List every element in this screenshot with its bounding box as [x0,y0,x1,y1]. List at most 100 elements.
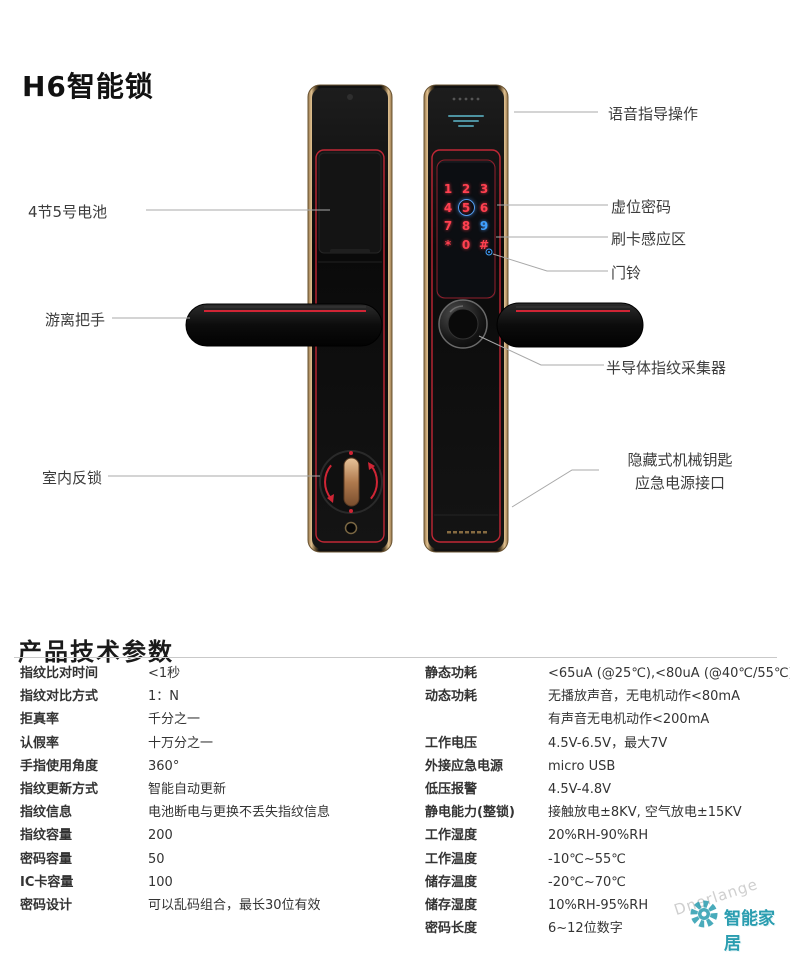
spec-label: 工作湿度 [425,828,478,844]
spec-label: 工作电压 [425,735,478,751]
spec-value: 千分之一 [148,712,201,728]
spec-label: 密码设计 [20,898,73,914]
spec-row: 指纹信息电池断电与更换不丢失指纹信息 [20,801,425,824]
leader-fingerprint [478,335,604,366]
back-keyhole [344,521,358,535]
keypad-key-9: 9 [479,219,489,234]
back-handle [185,303,383,347]
spec-label: 工作温度 [425,851,478,867]
spec-value: -10℃~55℃ [548,851,626,867]
spec-row: 低压报警 4.5V-4.8V [425,778,785,801]
spec-label: 指纹对比方式 [20,689,99,705]
spec-label: 储存温度 [425,874,478,890]
spec-value: micro USB [548,758,616,774]
keypad-key-5: 5 [457,199,475,217]
spec-label: 拒真率 [20,712,60,728]
spec-value: 200 [148,828,173,844]
spec-label: 密码容量 [20,851,73,867]
section-title: 产品技术参数 [18,637,174,666]
spec-row: 密码设计可以乱码组合，最长30位有效 [20,894,425,917]
page-title: H6智能锁 [22,69,154,103]
spec-label: 指纹更新方式 [20,782,99,798]
spec-value: <65uA (@25℃),<80uA (@40℃/55℃) [548,666,790,681]
spec-label: 指纹比对时间 [20,666,99,681]
spec-value: 4.5V-4.8V [548,782,612,798]
spec-row: 外接应急电源 micro USB [425,755,785,778]
spec-value: 10%RH-95%RH [548,898,649,914]
spec-row: 有声音无电机动作<200mA [425,708,785,731]
keypad-key-8: 8 [461,219,471,234]
thumbturn-knob [319,450,383,514]
spec-row: 静态功耗 <65uA (@25℃),<80uA (@40℃/55℃) [425,662,790,685]
voice-indicator-lines [448,115,484,127]
spec-label: 低压报警 [425,782,478,798]
spec-row: 工作电压 4.5V-6.5V，最大7V [425,732,785,755]
spec-value: 有声音无电机动作<200mA [548,712,710,728]
callout-voice-guide: 语音指导操作 [608,105,699,123]
back-red-trim [315,149,385,543]
lock-back-view [185,84,393,553]
spec-label: 动态功耗 [425,689,478,705]
spec-label: IC卡容量 [20,874,74,890]
spec-row: 储存温度 -20℃~70℃ [425,871,785,894]
specs-right-column: 静态功耗 <65uA (@25℃),<80uA (@40℃/55℃) 动态功耗无播放… [425,662,790,940]
callout-card-area: 刷卡感应区 [611,230,687,248]
spec-row: 静电能力(整锁)接触放电±8KV, 空气放电±15KV [425,801,785,824]
callout-battery: 4节5号电池 [28,203,108,221]
callout-fingerprint-reader: 半导体指纹采集器 [606,359,727,377]
callout-virtual-password: 虚位密码 [611,198,672,216]
front-brand-marks [447,531,487,534]
leader-doorbell [492,253,608,272]
back-top-dot [347,94,353,100]
spec-value: 360° [148,758,180,774]
spec-row: 密码容量 50 [20,848,425,871]
callout-free-handle: 游离把手 [45,311,106,329]
spec-label: 外接应急电源 [425,758,504,774]
callout-indoor-deadlock: 室内反锁 [42,469,103,487]
spec-row: 储存湿度 10%RH-95%RH [425,894,785,917]
callout-hidden-key-line1: 隐藏式机械钥匙 [627,451,733,469]
keypad-key-7: 7 [443,219,453,234]
spec-value: 6~12位数字 [548,921,623,937]
spec-label: 指纹容量 [20,828,73,844]
keypad-key-#: # [478,237,490,252]
watermark: Dnerlange 智能家居 [640,868,790,958]
spec-row: 工作湿度 20%RH-90%RH [425,824,785,847]
keypad-key-4: 4 [443,200,453,215]
spec-label: 静态功耗 [425,666,478,681]
battery-cover [318,152,382,254]
keypad-key-6: 6 [479,200,489,215]
spec-value: 接触放电±8KV, 空气放电±15KV [548,805,742,821]
spec-row: 指纹容量 200 [20,824,425,847]
spec-value: 4.5V-6.5V，最大7V [548,735,668,751]
callout-hidden-key-port: 隐藏式机械钥匙 应急电源接口 [600,449,760,495]
keypad-key-*: * [444,237,452,252]
spec-value: 50 [148,851,165,867]
keypad-key-2: 2 [461,182,471,197]
spec-row: IC卡容量 100 [20,871,425,894]
spec-row: 工作温度 -10℃~55℃ [425,848,785,871]
spec-row: 动态功耗无播放声音，无电机动作<80mA [425,685,785,708]
spec-row: 指纹对比方式 1：N [20,685,425,708]
spec-label: 储存湿度 [425,898,478,914]
speaker-icon [452,97,480,101]
spec-value: 1：N [148,689,179,705]
spec-value: 十万分之一 [148,735,214,751]
front-handle [496,302,644,348]
gear-logo-icon [690,900,718,928]
keypad-key-1: 1 [443,182,453,197]
callout-doorbell: 门铃 [611,264,642,282]
spec-value: 100 [148,874,173,890]
spec-row: 拒真率 千分之一 [20,708,425,731]
spec-label [425,708,548,731]
watermark-cn-text: 智能家居 [724,909,775,954]
spec-value: -20℃~70℃ [548,874,626,890]
spec-value: 20%RH-90%RH [548,828,649,844]
spec-row: 认假率 十万分之一 [20,732,425,755]
spec-label: 认假率 [20,735,60,751]
